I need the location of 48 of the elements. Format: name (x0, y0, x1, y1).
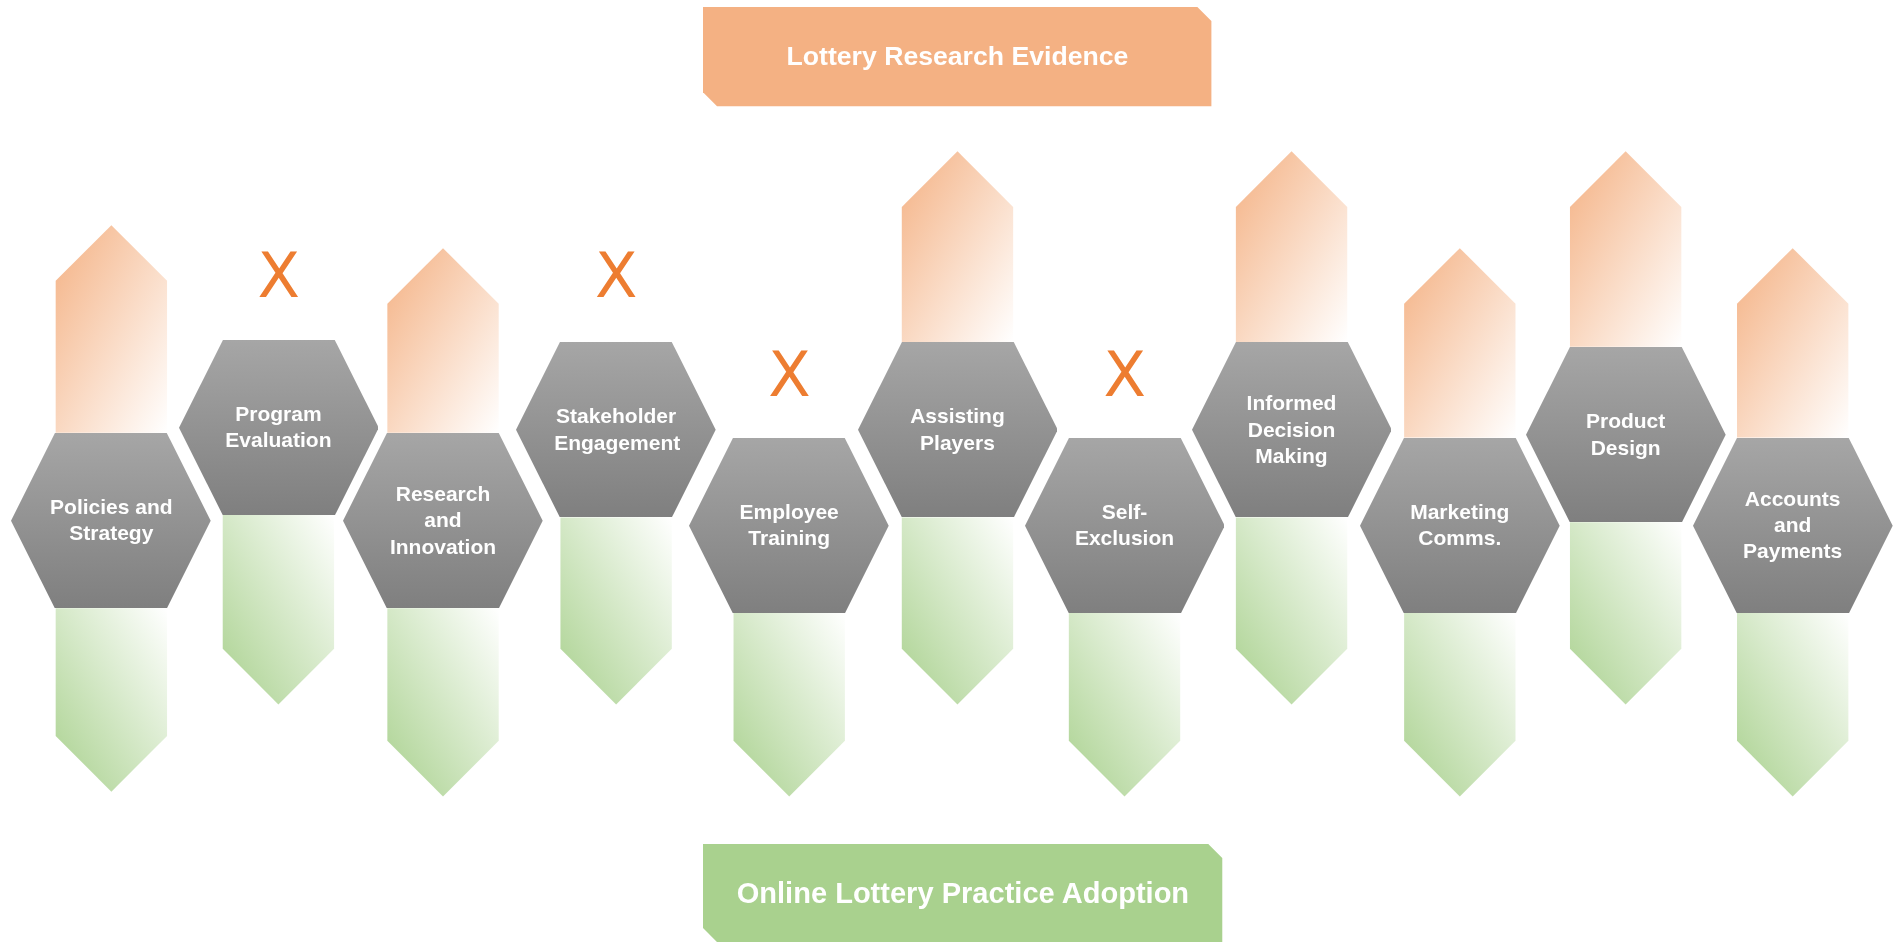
hexagon (1525, 346, 1726, 523)
cross-mark: X (768, 344, 811, 407)
hexagon-label: Program Evaluation (224, 401, 333, 454)
hexagon (11, 432, 212, 609)
block-arrow (387, 248, 499, 433)
hexagon (689, 437, 890, 614)
hexagon-label: Accounts and Payments (1742, 485, 1844, 565)
block-arrow (733, 613, 845, 797)
banner (703, 7, 1212, 107)
hexagon (1024, 437, 1225, 614)
block-arrow (1737, 613, 1849, 797)
hexagon (1692, 437, 1893, 614)
banner-title: Lottery Research Evidence (786, 40, 1129, 74)
hexagon-label: Product Design (1584, 408, 1667, 461)
block-arrow (222, 515, 335, 705)
hexagon-label: Policies and Strategy (49, 494, 174, 547)
hexagon (857, 341, 1058, 518)
hexagon (516, 341, 716, 518)
block-arrow (55, 225, 168, 433)
hexagon (1191, 341, 1392, 518)
block-arrow (1569, 151, 1682, 347)
block-arrow (1068, 613, 1181, 797)
banner-title: Online Lottery Practice Adoption (736, 875, 1190, 911)
block-arrow (1404, 613, 1516, 797)
block-arrow (1737, 248, 1849, 438)
hexagon-label: Self-Exclusion (1073, 499, 1176, 552)
block-arrow (1235, 151, 1348, 342)
block-arrow (560, 517, 672, 705)
cross-mark: X (1103, 344, 1146, 407)
hexagon-label: Research and Innovation (388, 481, 498, 560)
block-arrow (1404, 248, 1516, 438)
block-arrow (901, 151, 1014, 342)
block-arrow (387, 608, 499, 797)
hexagon-label: Informed Decision Making (1245, 390, 1338, 469)
hexagon (343, 432, 543, 609)
block-arrow (901, 517, 1014, 705)
hexagon-label: Employee Training (738, 499, 840, 552)
cross-mark: X (257, 245, 300, 307)
block-arrow (1569, 522, 1682, 705)
block-arrow (55, 608, 168, 792)
hexagon (178, 339, 379, 516)
banner (703, 843, 1223, 942)
hexagon-label: Marketing Comms. (1409, 499, 1511, 552)
hexagon-label: Stakeholder Engagement (554, 403, 678, 456)
hexagon-label: Assisting Players (909, 403, 1006, 456)
block-arrow (1235, 517, 1348, 705)
hexagon (1359, 437, 1560, 614)
cross-mark: X (595, 245, 638, 307)
